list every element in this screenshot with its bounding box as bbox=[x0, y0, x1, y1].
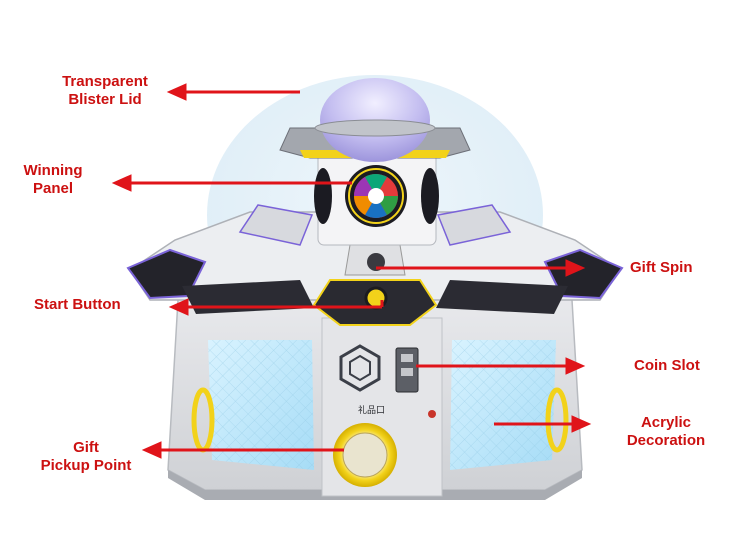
arrow-panel bbox=[111, 174, 352, 192]
winning-wheel bbox=[345, 165, 407, 227]
arrow-lid bbox=[166, 83, 300, 101]
label-line: Pickup Point bbox=[40, 457, 132, 474]
label-acrylic-decoration: Acrylic Decoration bbox=[616, 414, 716, 450]
winning-wheel-right bbox=[421, 168, 439, 224]
wing-rail-right bbox=[436, 204, 512, 246]
cabinet-base bbox=[168, 470, 582, 500]
label-line: Acrylic bbox=[640, 414, 692, 431]
arrow-gift-spin bbox=[376, 259, 586, 277]
label-line: Gift bbox=[73, 439, 99, 456]
label-transparent-blister-lid: Transparent Blister Lid bbox=[46, 73, 164, 109]
arrow-gift-pickup bbox=[141, 441, 344, 459]
gift-pickup-opening bbox=[342, 432, 388, 478]
acrylic-grid-right bbox=[450, 340, 556, 470]
prize-door-label: 礼品口 bbox=[358, 404, 385, 416]
label-line: Transparent bbox=[62, 73, 148, 90]
label-line: Decoration bbox=[626, 432, 706, 449]
indicator-light bbox=[428, 410, 436, 418]
station-pod-right bbox=[436, 280, 568, 314]
dome-base bbox=[314, 119, 436, 137]
brand-logo bbox=[339, 344, 381, 392]
arrow-acrylic bbox=[494, 415, 592, 433]
label-start-button: Start Button bbox=[34, 296, 121, 313]
label-gift-spin: Gift Spin bbox=[630, 259, 693, 276]
side-ring-right bbox=[545, 387, 569, 453]
label-line: Panel bbox=[32, 180, 74, 197]
station-pod-left bbox=[182, 280, 314, 314]
label-gift-pickup-point: Gift Pickup Point bbox=[26, 439, 146, 475]
coin-slot-insert bbox=[401, 354, 413, 362]
coin-slot-return bbox=[401, 368, 413, 376]
label-coin-slot: Coin Slot bbox=[634, 357, 700, 374]
label-line: Blister Lid bbox=[68, 91, 142, 108]
arrows bbox=[111, 83, 592, 459]
label-winning-panel: Winning Panel bbox=[14, 162, 92, 198]
wing-rail-left bbox=[238, 204, 314, 246]
label-line: Winning bbox=[23, 162, 83, 179]
winning-wheel-left bbox=[314, 168, 332, 224]
acrylic-grid-left bbox=[208, 340, 314, 470]
arrow-start bbox=[168, 298, 384, 316]
arrow-coin-slot bbox=[416, 357, 586, 375]
